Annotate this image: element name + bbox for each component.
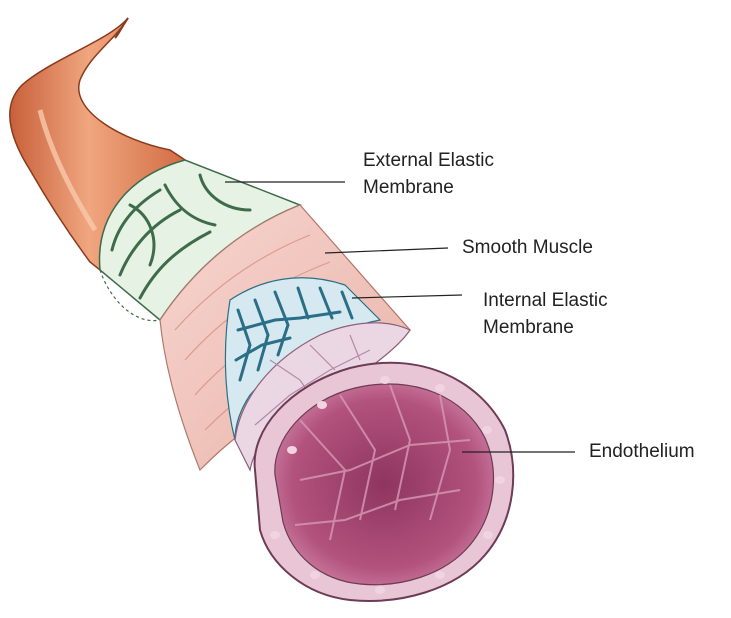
label-external-elastic-membrane: External Elastic Membrane [363,147,494,201]
label-smooth-muscle: Smooth Muscle [462,234,593,261]
label-external-line2: Membrane [363,174,494,201]
label-internal-elastic-membrane: Internal Elastic Membrane [483,287,608,341]
lumen-opening [255,363,514,601]
leader-line-smooth-muscle [325,248,448,253]
label-endothelium: Endothelium [589,438,695,465]
label-internal-line2: Membrane [483,314,608,341]
label-internal-line1: Internal Elastic [483,287,608,314]
label-external-line1: External Elastic [363,147,494,174]
